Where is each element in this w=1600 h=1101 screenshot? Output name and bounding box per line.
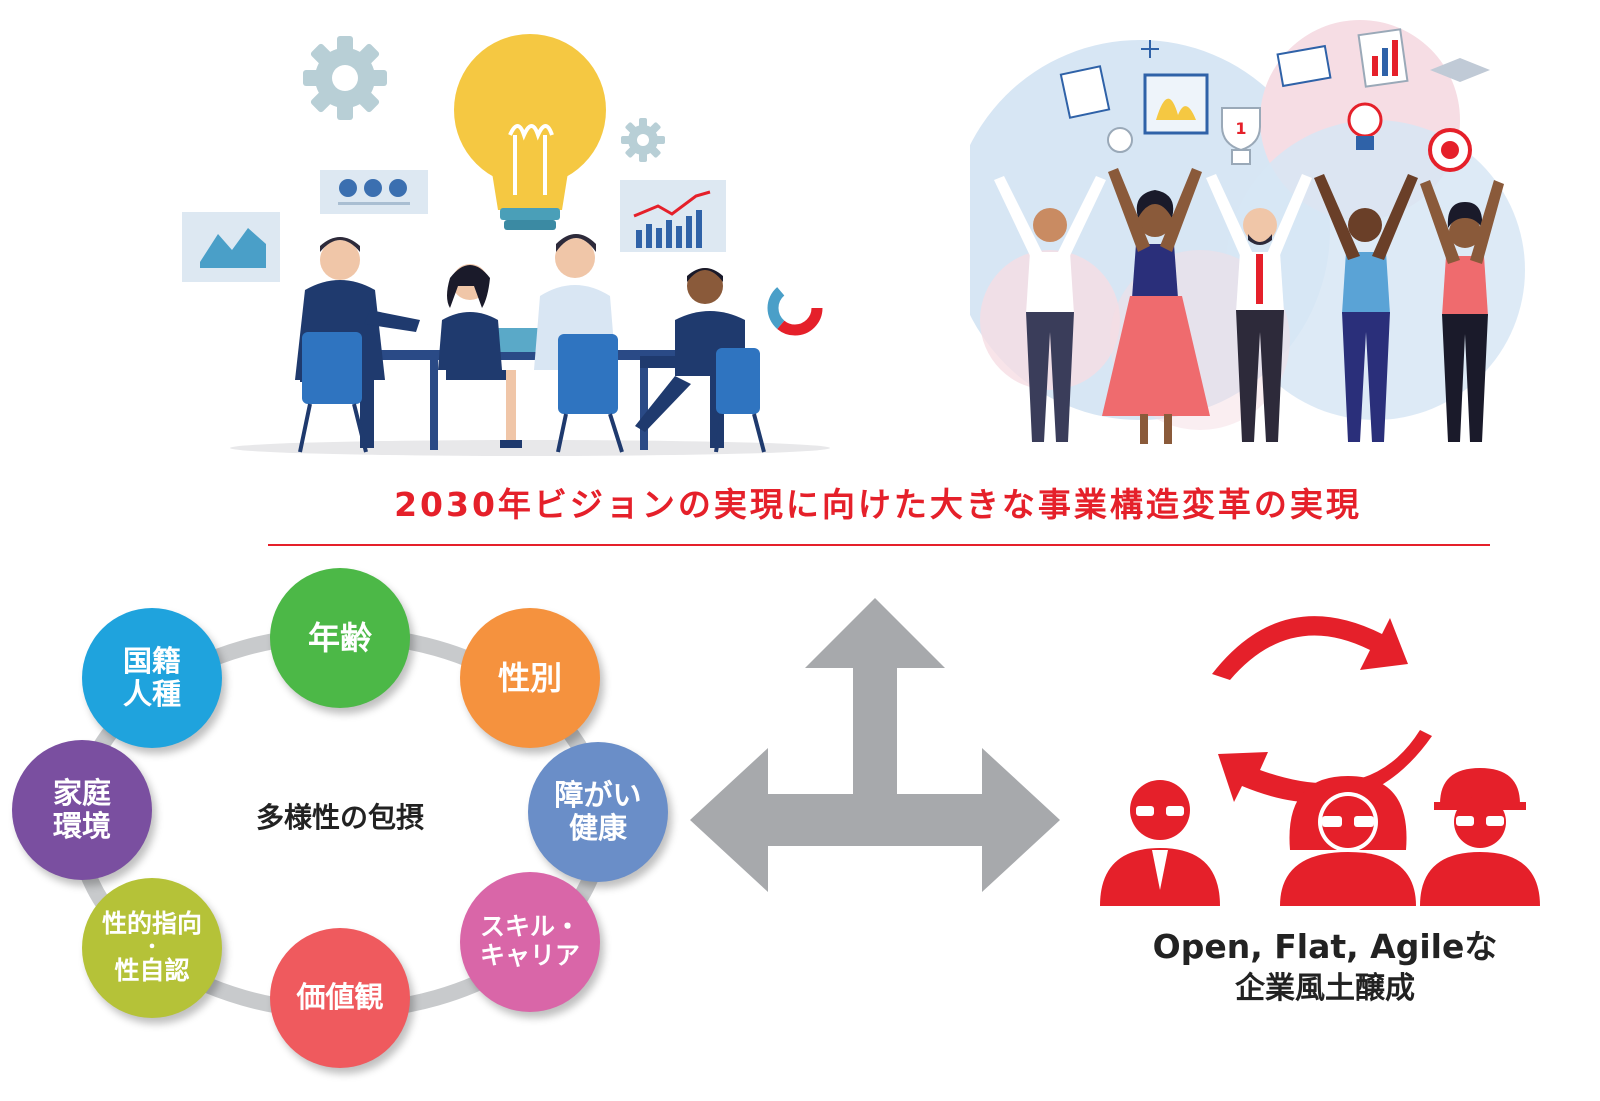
pie-chart-panel [320, 170, 428, 214]
arrow-left-right-icon [690, 748, 1060, 892]
diversity-item-values: 価値観 [270, 928, 410, 1068]
graduation-cap-icon [1430, 58, 1490, 82]
diversity-item-orientation-identity: 性的指向 ・ 性自認 [82, 878, 222, 1018]
diversity-item-gender: 性別 [460, 608, 600, 748]
culture-caption: Open, Flat, Agileな 企業風土醸成 [1090, 926, 1560, 1008]
target-icon [1428, 128, 1472, 172]
connector-arrows [690, 598, 1060, 892]
trophy-icon: 1 [1221, 107, 1261, 165]
team-meeting-illustration [182, 34, 830, 456]
person-figure [1206, 174, 1312, 442]
gear-small-icon [621, 118, 665, 162]
person-figure [438, 264, 522, 448]
chart-frame-icon [1143, 73, 1209, 135]
person-silhouette-icon [1420, 768, 1540, 906]
person-silhouette-icon [1280, 776, 1416, 906]
vision-headline: 2030年ビジョンの実現に向けた大きな事業構造変革の実現 [394, 485, 1362, 524]
diversity-item-nationality-race: 国籍 人種 [82, 608, 222, 748]
diversity-item-age: 年齢 [270, 568, 410, 708]
donut-chart-icon [767, 280, 823, 336]
refresh-cycle-icon [1212, 616, 1432, 803]
organizational-culture-illustration [1100, 616, 1540, 906]
growth-chart-panel [620, 180, 726, 252]
diversity-item-disability-health: 障がい 健康 [528, 742, 668, 882]
person-figure [1420, 180, 1504, 442]
presentation-icon [1276, 44, 1332, 88]
person-figure [1102, 168, 1210, 444]
user-icon [1107, 127, 1133, 153]
diversity-item-skill-career: スキル・ キャリア [460, 872, 600, 1012]
person-silhouette-icon [1100, 780, 1220, 906]
lightbulb-icon [454, 34, 606, 230]
diversity-center-label: 多様性の包摂 [255, 801, 424, 834]
bar-chart-icon [1357, 28, 1409, 88]
trophy-rank-label: 1 [1235, 119, 1246, 138]
headline-divider [268, 544, 1490, 546]
document-icon [1059, 65, 1111, 119]
culture-line-2: 企業風土醸成 [1235, 970, 1415, 1006]
arrow-up-icon [805, 598, 945, 808]
celebrating-team-illustration: 1 [970, 20, 1525, 444]
culture-line-1: Open, Flat, Agileな [1152, 927, 1498, 966]
gear-icon [303, 36, 387, 120]
area-chart-panel [182, 212, 280, 282]
lightbulb-icon [1347, 102, 1383, 150]
sparkle-icon [1141, 40, 1159, 58]
person-figure [1314, 174, 1418, 442]
diversity-item-family-environment: 家庭 環境 [12, 740, 152, 880]
person-figure [994, 176, 1106, 442]
